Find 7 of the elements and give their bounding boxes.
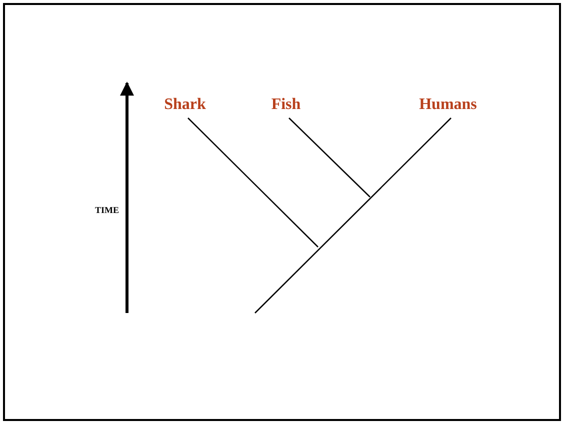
branch-line [288, 118, 370, 198]
branch-line [188, 118, 318, 248]
taxon-label: Fish [264, 96, 308, 116]
branch-line [254, 118, 452, 314]
axis-label: TIME [95, 205, 120, 215]
taxon-label: Shark [155, 96, 215, 116]
taxon-label: Humans [411, 96, 485, 116]
